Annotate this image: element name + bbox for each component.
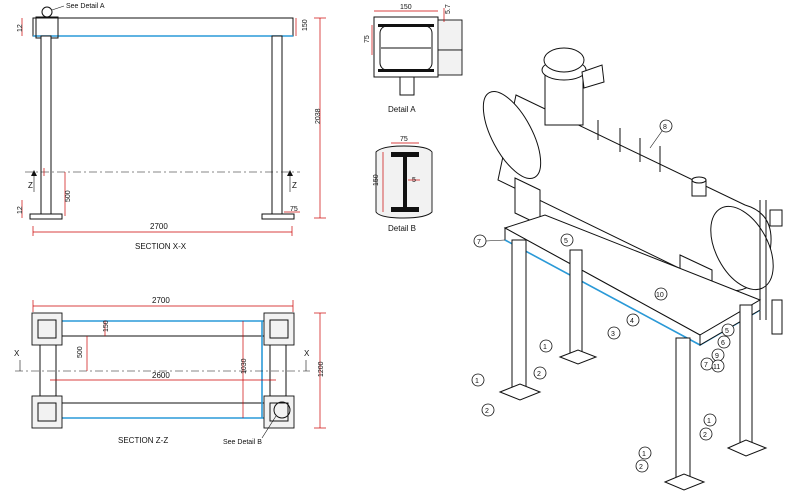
balloon: 1 [703,413,717,427]
detail-b-view: 75 150 5 Detail B [373,136,433,233]
plan-dim-1030: 1030 [241,358,248,374]
plan-dim-500: 500 [77,346,84,358]
balloon: 2 [699,427,713,441]
svg-text:5: 5 [725,328,729,335]
detail-b-title: Detail B [388,224,416,233]
part-balloons: 7 8 5 10 3 4 1 2 1 2 5 6 9 7 11 1 2 1 2 [471,119,735,473]
detail-b-thickness: 5 [412,177,416,184]
dim-width-2700: 2700 [150,222,168,231]
svg-text:1: 1 [642,451,646,458]
z-marker-left: Z [28,181,33,190]
balloon: 1 [638,446,652,460]
svg-text:9: 9 [715,353,719,360]
plan-width-2700: 2700 [152,296,170,305]
dim-top-150: 150 [302,19,309,31]
balloon: 5 [560,233,574,247]
detail-a-title: Detail A [388,105,416,114]
balloon: 4 [626,313,640,327]
balloon: 8 [649,119,673,149]
svg-text:7: 7 [704,362,708,369]
balloon: 5 [721,323,735,337]
balloon: 1 [539,339,553,353]
z-marker-right: Z [292,181,297,190]
detail-b-height: 150 [373,174,380,186]
x-marker-left: X [14,349,20,358]
svg-text:7: 7 [477,239,481,246]
svg-text:5: 5 [564,238,568,245]
svg-text:11: 11 [713,364,720,371]
svg-text:8: 8 [663,124,667,131]
section-xx-view: See Detail A 12 12 Z 500 150 2038 Z 75 [17,3,326,251]
see-detail-a-label: See Detail A [66,3,105,10]
detail-a-height: 75 [364,35,371,43]
svg-text:1: 1 [707,418,711,425]
balloon: 2 [481,403,495,417]
balloon: 7 [700,357,714,371]
dim-bottom-12: 12 [17,206,24,214]
section-zz-view: 2700 X X 150 500 2600 1030 [14,296,326,446]
balloon: 2 [635,459,649,473]
see-detail-b-label: See Detail B [223,439,262,446]
balloon: 9 [711,348,725,362]
dim-foot-75: 75 [290,206,298,213]
section-zz-title: SECTION Z-Z [118,436,168,445]
balloon: 10 [654,287,668,301]
svg-text:2: 2 [537,371,541,378]
dim-top-12: 12 [17,24,24,32]
plan-dim-2600: 2600 [152,371,170,380]
balloon: 2 [533,366,547,380]
svg-text:2: 2 [639,464,643,471]
detail-a-view: 150 75 5.7 Detail A [364,4,463,114]
detail-a-thickness: 5.7 [445,4,452,14]
balloon: 11 [711,359,725,373]
svg-text:2: 2 [703,432,707,439]
svg-text:3: 3 [611,331,615,338]
detail-b-width: 75 [400,136,408,143]
detail-a-width: 150 [400,4,412,11]
balloon: 3 [607,326,621,340]
balloon: 1 [471,373,485,387]
section-xx-title: SECTION X-X [135,242,187,251]
balloon: 6 [717,335,731,349]
plan-dim-1200: 1200 [318,361,325,377]
svg-text:4: 4 [630,318,634,325]
svg-text:10: 10 [656,292,664,299]
x-marker-right: X [304,349,310,358]
svg-text:6: 6 [721,340,725,347]
isometric-view [482,47,783,491]
dim-height-500: 500 [65,190,72,202]
plan-dim-150: 150 [103,320,110,332]
dim-height-2038: 2038 [315,108,322,124]
svg-text:2: 2 [485,408,489,415]
svg-text:1: 1 [543,344,547,351]
balloon: 7 [473,234,506,248]
svg-text:1: 1 [475,378,479,385]
